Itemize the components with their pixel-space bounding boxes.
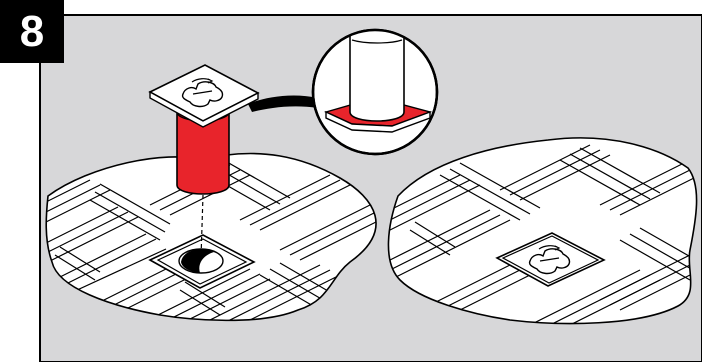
- callout-connector: [248, 95, 318, 112]
- step-number-badge: 8: [0, 0, 64, 63]
- mat-socket-cutout: [148, 234, 256, 289]
- placed-foot-plate: [495, 232, 606, 287]
- alignment-guide-line: [200, 194, 204, 259]
- right-grip-mat: [387, 137, 698, 325]
- leg-foot-plate: [148, 64, 260, 128]
- magnifier-callout: [311, 28, 439, 156]
- step-number-label: 8: [19, 7, 45, 56]
